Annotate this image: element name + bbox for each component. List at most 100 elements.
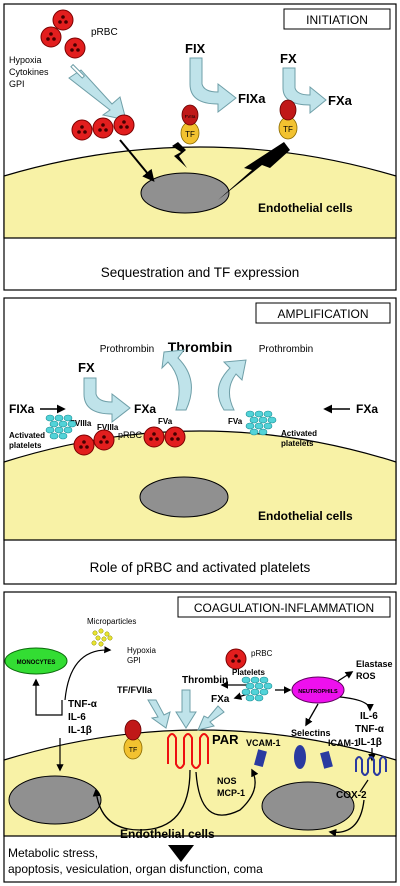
par-signal-arrow-left	[92, 769, 191, 831]
par-receptor-icon	[167, 733, 209, 769]
panel-initiation: INITIATION Endothelial cells pRBC Hypoxi…	[3, 3, 397, 291]
nucleus	[8, 775, 102, 825]
cytokine-il1-left: IL-1β	[68, 725, 92, 736]
platelets-label: Platelets	[232, 668, 265, 677]
par-signal-arrow-right	[195, 768, 259, 816]
fxa-left-label: FXa	[134, 402, 156, 416]
fva-label-1: FVa	[158, 417, 173, 426]
fx-label: FX	[78, 360, 95, 375]
fva-label-2: FVa	[228, 417, 243, 426]
prbc-icon	[113, 114, 135, 136]
prbc-icon	[164, 426, 186, 448]
activated-left-1: Activated	[9, 431, 45, 440]
fxa-label: FXa	[328, 93, 353, 108]
fx-label: FX	[280, 51, 297, 66]
fx-conversion-arrow	[83, 377, 131, 424]
initiation-caption: Sequestration and TF expression	[101, 265, 300, 280]
cytokine-feedback-arrow	[32, 678, 63, 716]
receptor-cox2-link	[359, 779, 369, 793]
vcam-receptor-icon	[254, 749, 267, 768]
par-label: PAR	[212, 732, 239, 747]
fix-label: FIX	[185, 41, 206, 56]
neutrophil-selectin-arrow	[305, 703, 319, 727]
fix-conversion-arrow	[189, 57, 237, 114]
prbc-icon	[92, 117, 114, 139]
fxa-label: FXa	[211, 694, 230, 705]
endothelial-label: Endothelial cells	[258, 509, 353, 523]
fixa-label: FIXa	[238, 91, 266, 106]
tf-label: TF	[185, 130, 195, 139]
prbc-icon	[143, 426, 165, 448]
activation-arrow	[119, 139, 155, 182]
fviia-label: FVIIa	[185, 114, 196, 119]
icam-receptor-icon	[320, 750, 333, 769]
cytokine-il6-left: IL-6	[68, 712, 86, 723]
nos-label: NOS	[217, 776, 237, 786]
monocyte-arrow	[64, 646, 112, 701]
cox2-label: COX-2	[336, 790, 367, 801]
nucleus	[140, 172, 230, 214]
activated-left-2: platelets	[9, 441, 42, 450]
neutrophils-label: NEUTROPHILS	[298, 689, 338, 695]
panel-amplification: AMPLIFICATION Endothelial cells Thrombin…	[3, 297, 397, 585]
tf-arrow	[147, 699, 171, 729]
microparticles-icon	[91, 628, 113, 647]
fxa-right-label: FXa	[356, 402, 378, 416]
signal-bolt-icon	[218, 142, 290, 200]
microparticles-label: Microparticles	[87, 617, 136, 626]
prothrombin-left-label: Prothrombin	[100, 344, 154, 355]
sequestration-arrow	[68, 69, 127, 121]
cytokine-tnf-right: TNF-α	[355, 724, 385, 735]
icam-label: ICAM-1	[328, 738, 359, 748]
prothrombin-right-label: Prothrombin	[259, 344, 313, 355]
elastase-label: Elastase	[356, 659, 393, 669]
vcam-label: VCAM-1	[246, 738, 281, 748]
activated-right-1: Activated	[281, 429, 317, 438]
cox2-arrow	[328, 799, 365, 837]
prbc-icon	[40, 26, 62, 48]
thrombin-cycle-arrow-left	[161, 349, 192, 411]
selectins-label: Selectins	[291, 728, 331, 738]
stimulus-gpi: GPI	[9, 79, 25, 89]
prbc-icon	[73, 434, 95, 456]
mcp1-label: MCP-1	[217, 788, 245, 798]
thrombin-cycle-arrow-right	[217, 359, 247, 411]
hypoxia-label: Hypoxia	[127, 646, 156, 655]
neutrophil-elastase-arrow	[337, 671, 354, 682]
coagulation-title: COAGULATION-INFLAMMATION	[194, 601, 374, 615]
outcome-line-1: Metabolic stress,	[8, 846, 98, 860]
ros-label: ROS	[356, 671, 376, 681]
nucleus	[261, 781, 355, 831]
outcome-arrow	[168, 845, 194, 862]
prbc-label: pRBC	[91, 27, 118, 38]
outcome-line-2: apoptosis, vesiculation, organ disfuncti…	[8, 862, 263, 876]
cytokine-tnf-left: TNF-α	[68, 699, 98, 710]
prbc-icon	[225, 648, 247, 670]
fviiia-label-1: FVIIIa	[70, 419, 92, 428]
signal-bolt-icon	[172, 142, 187, 168]
prbc-icon	[52, 9, 74, 31]
selectin-receptor-icon	[294, 745, 306, 769]
cytokine-receptor-icon	[355, 756, 387, 776]
fixa-label: FIXa	[9, 402, 35, 416]
tf-fviia-label: TF/FVIIa	[117, 685, 153, 695]
gpi-label: GPI	[127, 656, 141, 665]
thrombin-label: Thrombin	[182, 675, 228, 686]
thrombin-arrow	[175, 689, 197, 729]
monocytes-icon	[4, 647, 68, 675]
fviiia-label-2: FVIIIa	[97, 423, 119, 432]
panel-coagulation: COAGULATION-INFLAMMATION Endothelial cel…	[3, 591, 397, 883]
fx-conversion-arrow	[282, 67, 327, 115]
initiation-title: INITIATION	[306, 13, 368, 27]
prbc-icon	[64, 37, 86, 59]
prbc-label: pRBC	[118, 430, 143, 440]
prbc-icon	[71, 119, 93, 141]
neutrophils-icon	[291, 676, 345, 704]
tf-label-2: TF	[283, 125, 293, 134]
cytokine-il1-right: IL-1β	[358, 737, 382, 748]
nucleus	[139, 476, 229, 518]
prbc-label: pRBC	[251, 649, 273, 658]
neutrophil-cytokine-arrow	[339, 696, 374, 712]
monocytes-label: MONOCYTES	[17, 660, 56, 666]
